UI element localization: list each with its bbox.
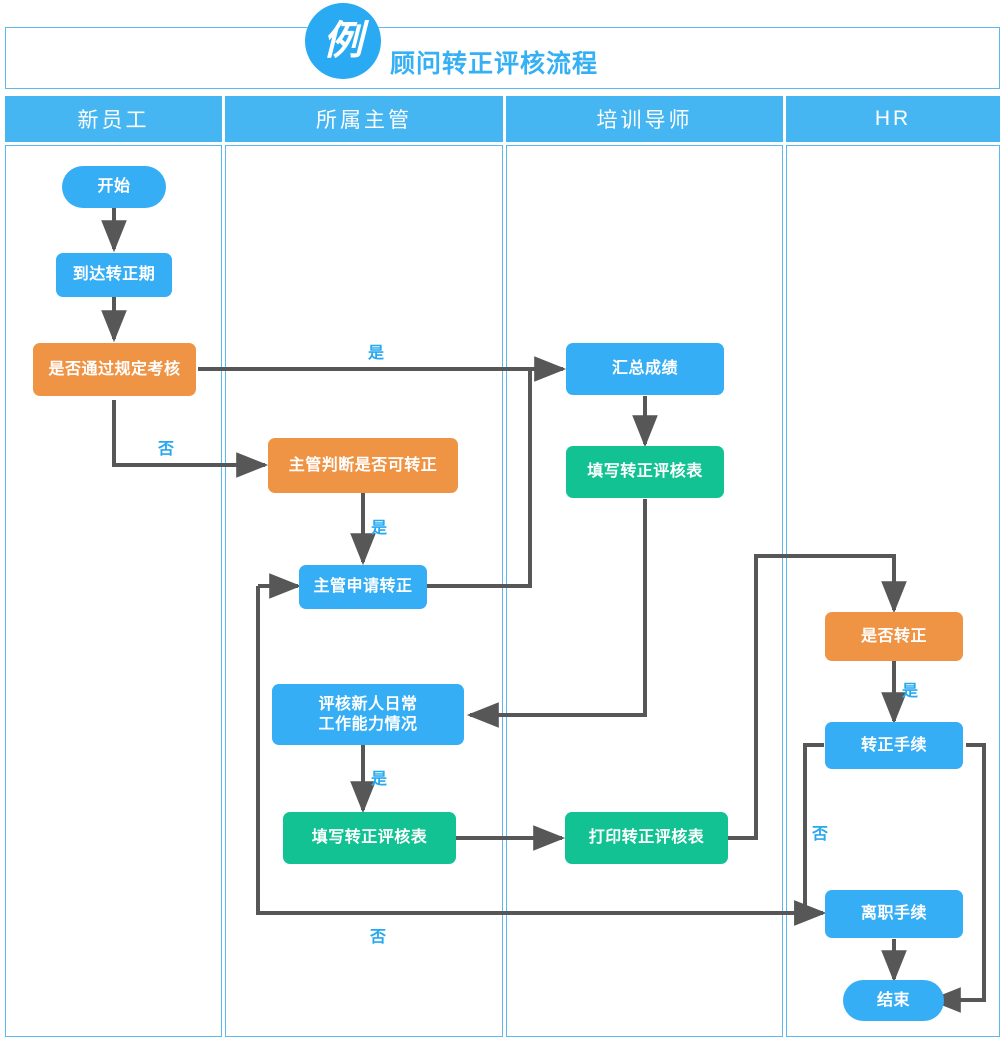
node-supervisor-fill-evaluation-form[interactable]: 填写转正评核表: [283, 812, 456, 864]
node-regularization-procedure[interactable]: 转正手续: [825, 722, 963, 769]
lane-header-label: 所属主管: [316, 109, 412, 132]
node-supervisor-apply-regularization[interactable]: 主管申请转正: [299, 565, 427, 609]
lane-header-supervisor: 所属主管: [225, 96, 503, 142]
edge-label-no-loop-back: 否: [370, 929, 387, 946]
edge-label-yes-hr-decide: 是: [902, 683, 919, 700]
edge-label-yes-review-daily: 是: [371, 771, 388, 788]
node-resignation-procedure[interactable]: 离职手续: [825, 890, 963, 938]
lane-header-new-employee: 新员工: [5, 96, 222, 142]
node-print-evaluation-form[interactable]: 打印转正评核表: [565, 812, 728, 864]
node-summarize-scores[interactable]: 汇总成绩: [566, 343, 724, 395]
node-supervisor-judge-regularization[interactable]: 主管判断是否可转正: [268, 438, 458, 493]
lane-header-label: HR: [874, 107, 912, 130]
example-badge-label: 例: [323, 18, 363, 64]
lane-header-hr: HR: [786, 96, 1000, 142]
node-trainer-fill-evaluation-form[interactable]: 填写转正评核表: [566, 446, 724, 498]
edge-label-yes-mgr-judge: 是: [371, 520, 388, 537]
edge-label-yes-pass-exam: 是: [368, 345, 385, 362]
node-review-newcomer-daily-work[interactable]: 评核新人日常 工作能力情况: [272, 684, 464, 745]
edge-label-no-pass-exam: 否: [158, 441, 175, 458]
node-arrive-probation-end[interactable]: 到达转正期: [56, 253, 172, 297]
title-bar: [5, 27, 1000, 89]
page-title: 顾问转正评核流程: [390, 50, 599, 78]
node-pass-required-exam[interactable]: 是否通过规定考核: [33, 343, 196, 396]
node-hr-decide-regularization[interactable]: 是否转正: [825, 612, 963, 661]
lane-header-label: 新员工: [77, 109, 150, 132]
lane-header-trainer: 培训导师: [506, 96, 783, 142]
lane-body-trainer: [506, 145, 783, 1037]
node-start[interactable]: 开始: [62, 166, 166, 208]
edge-label-no-regular-proc: 否: [812, 826, 829, 843]
node-end[interactable]: 结束: [843, 980, 944, 1021]
node-review-line-1: 评核新人日常: [318, 695, 418, 713]
node-review-line-2: 工作能力情况: [318, 715, 418, 733]
lane-header-label: 培训导师: [596, 109, 693, 132]
example-badge: 例: [305, 3, 381, 79]
